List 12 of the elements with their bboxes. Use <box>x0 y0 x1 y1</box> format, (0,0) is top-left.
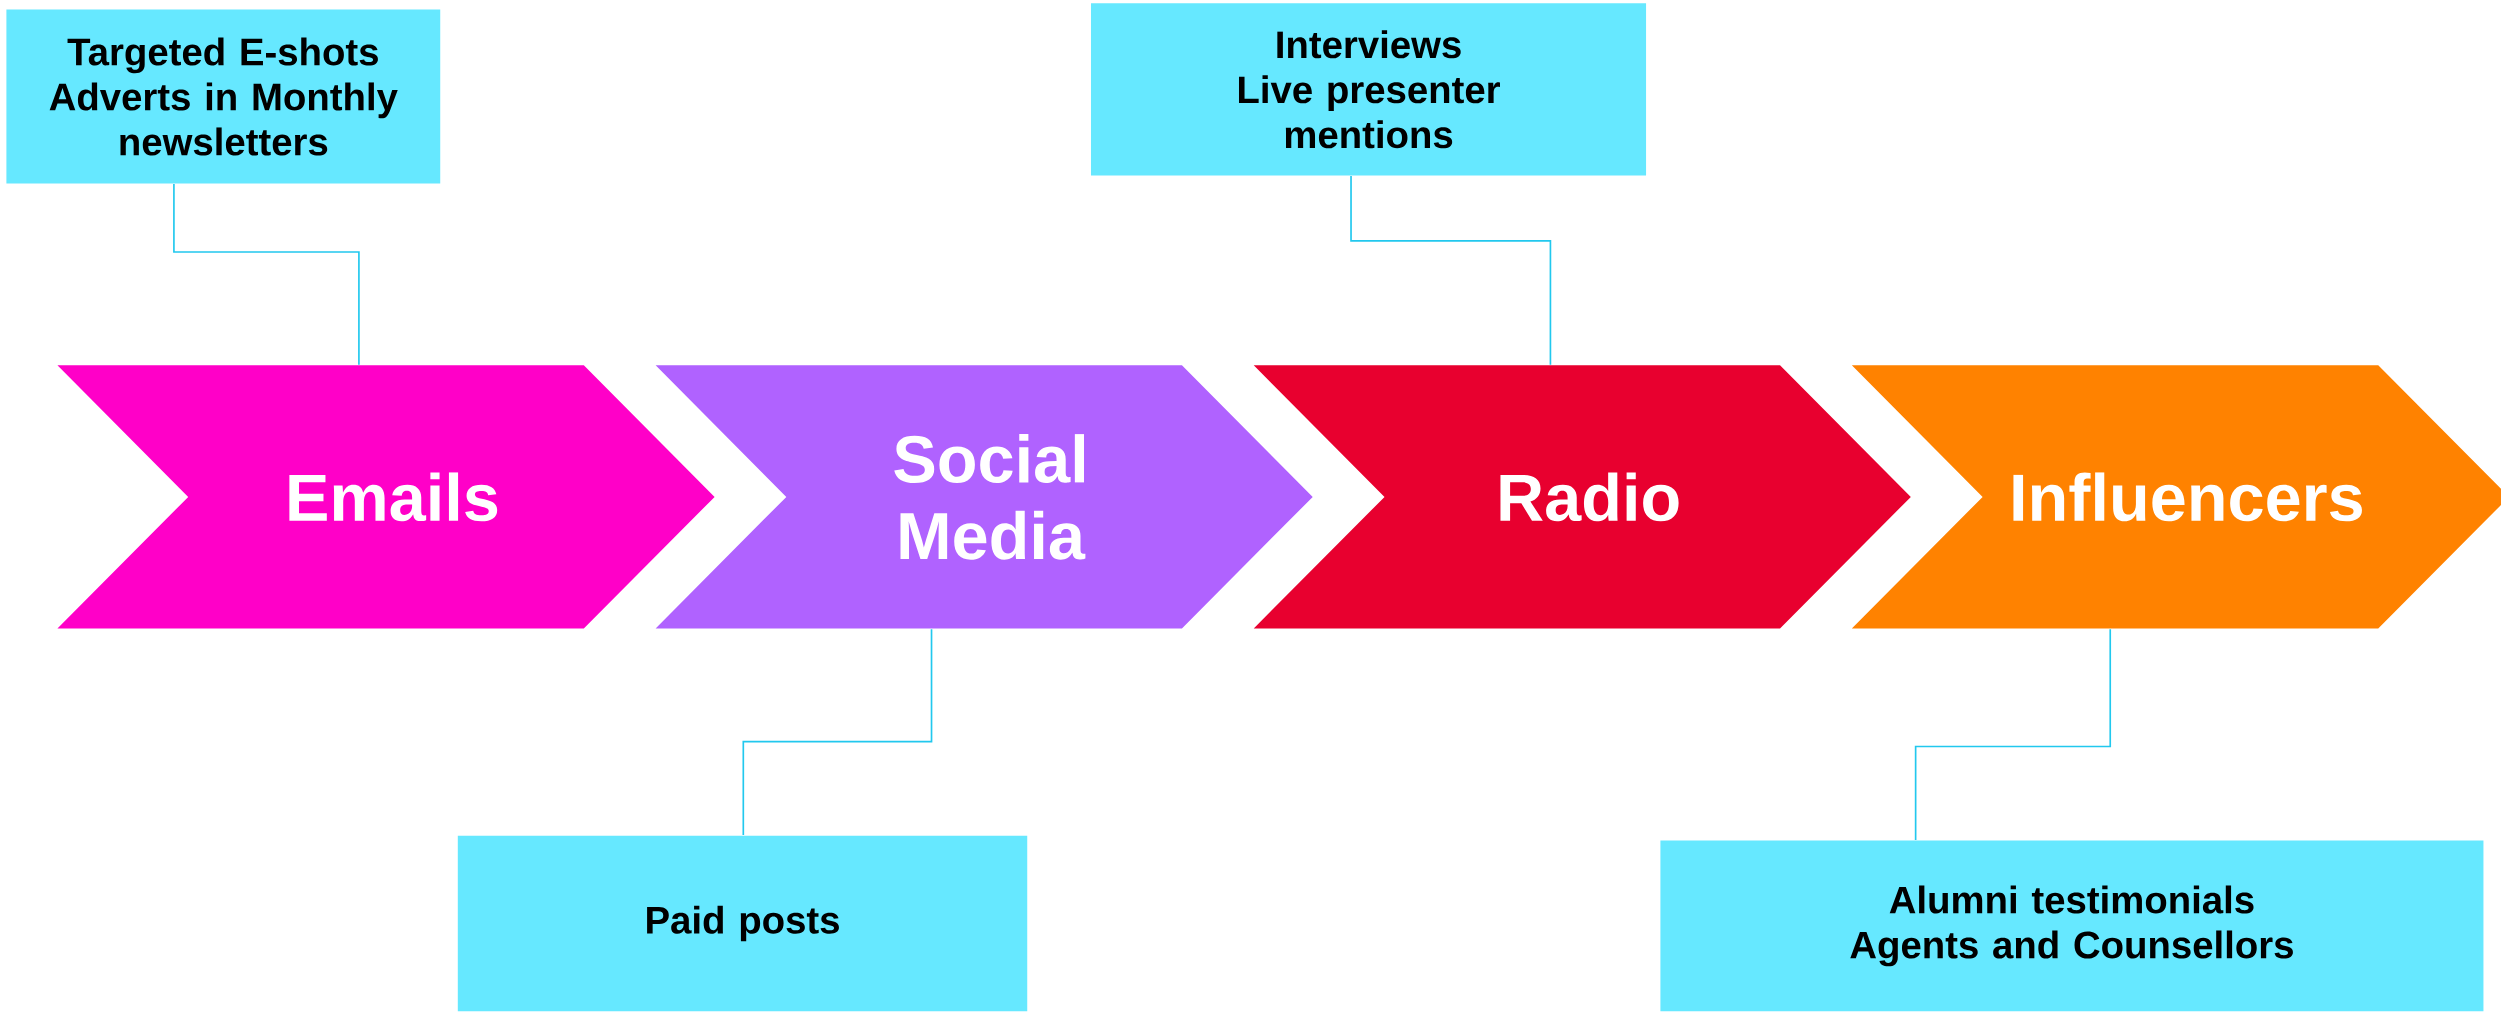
process-step: Social Media <box>655 365 1313 629</box>
leader-line <box>1350 175 1552 366</box>
process-step: Influencers <box>1851 365 2501 629</box>
callout-box: Paid posts <box>457 835 1028 1012</box>
callout-box: Interviews Live presenter mentions <box>1091 3 1647 176</box>
callout-box: Targeted E-shots Adverts in Monthly newsletters <box>6 9 441 184</box>
leader-line <box>1914 628 2112 841</box>
leader-line <box>173 183 360 366</box>
process-step: Emails <box>57 365 715 629</box>
process-step: Radio <box>1253 365 1911 629</box>
leader-line <box>742 628 933 836</box>
callout-box: Alumni testimonials Agents and Counsellors <box>1660 840 2484 1012</box>
